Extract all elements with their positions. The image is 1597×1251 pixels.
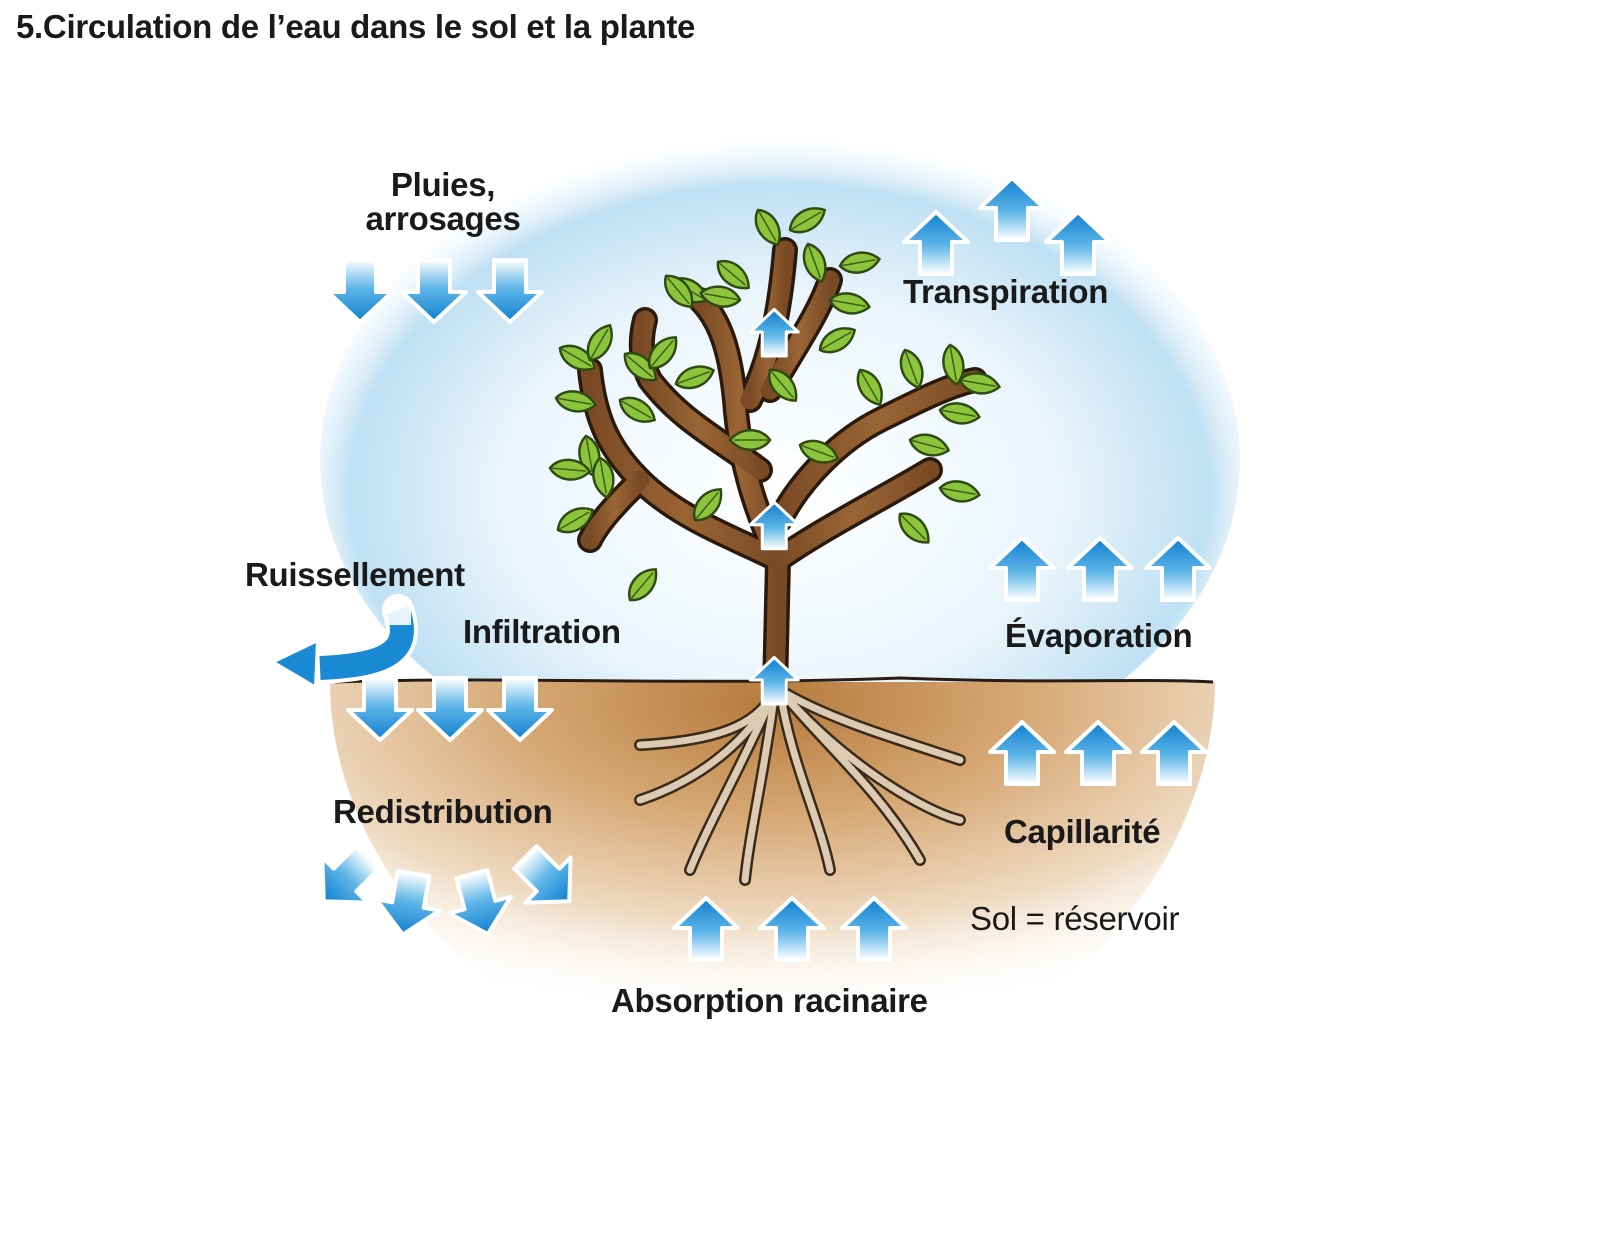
sky-halo bbox=[320, 130, 1240, 790]
evaporation-label: Évaporation bbox=[1005, 617, 1193, 654]
rain-label-line2: arrosages bbox=[365, 200, 521, 237]
rain-arrows bbox=[326, 258, 544, 324]
curved-arrow-icon bbox=[270, 594, 418, 690]
page-title: 5.Circulation de l’eau dans le sol et la… bbox=[16, 8, 696, 45]
transpiration-label: Transpiration bbox=[903, 273, 1109, 310]
infiltration-arrows bbox=[346, 676, 554, 742]
runoff-label: Ruissellement bbox=[245, 556, 465, 593]
soil-area bbox=[330, 682, 1215, 1080]
capillarity-arrows bbox=[988, 720, 1208, 786]
root-absorption-label: Absorption racinaire bbox=[611, 982, 928, 1019]
ground-line bbox=[334, 676, 1214, 684]
rain-label: Pluies, arrosages bbox=[352, 168, 534, 236]
capillarity-label: Capillarité bbox=[1004, 813, 1161, 850]
redistribution-label: Redistribution bbox=[333, 793, 553, 830]
absorption-arrows bbox=[672, 896, 908, 962]
rain-label-line1: Pluies, bbox=[390, 166, 496, 203]
infiltration-label: Infiltration bbox=[463, 613, 621, 650]
evaporation-arrows bbox=[988, 536, 1212, 602]
reservoir-label: Sol = réservoir bbox=[970, 900, 1180, 937]
